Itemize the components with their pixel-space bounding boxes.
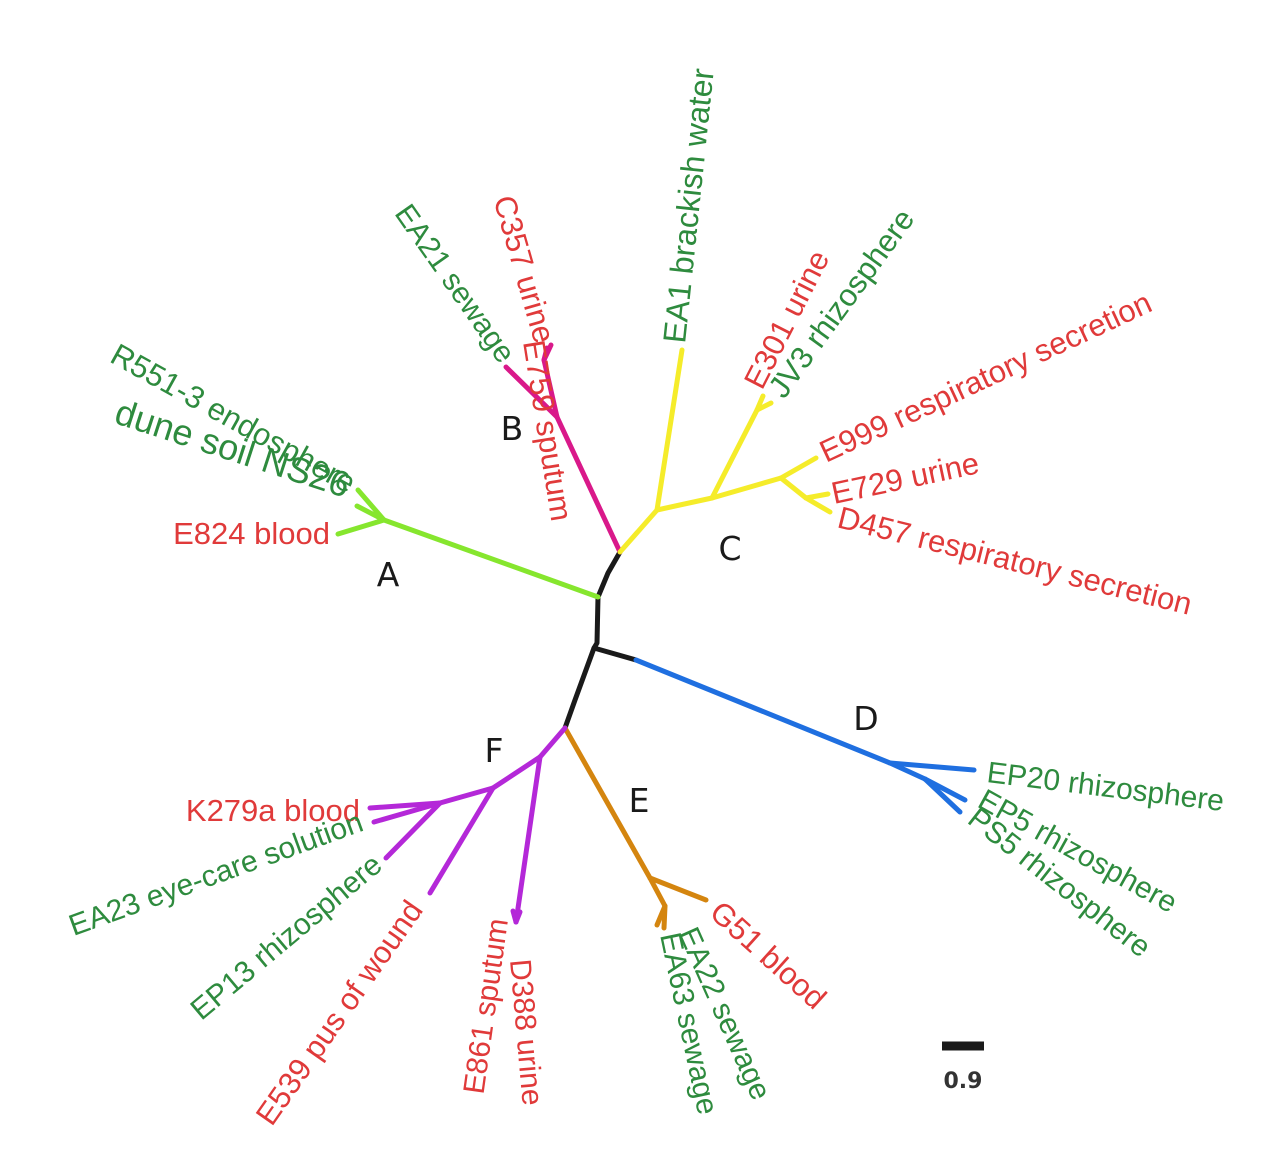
edge-f-node2 — [437, 785, 496, 806]
edge-a-e824 — [335, 517, 387, 537]
tip-label-f: K279a blood — [186, 793, 360, 828]
edge-d-stem — [633, 657, 893, 766]
edge-f-ep13 — [383, 800, 443, 861]
edge-c-e999 — [778, 455, 819, 481]
tip-label-b: E759 sputum — [516, 338, 579, 524]
edge-e-ea63 — [654, 903, 668, 928]
tip-label-c: EA1 brackish water — [656, 66, 721, 344]
clade-label-e: E — [629, 781, 650, 820]
tip-label-c: E999 respiratory secretion — [814, 285, 1157, 470]
edge-b-ea21 — [503, 364, 560, 420]
tip-label-c: D457 respiratory secretion — [834, 500, 1195, 622]
edge-c-node3 — [778, 475, 809, 501]
tip-label-f: E861 sputum — [458, 916, 515, 1096]
tree-edges — [335, 342, 977, 931]
clade-label-b: B — [501, 409, 524, 448]
clade-label-d: D — [853, 699, 878, 738]
edge-a-stem — [381, 517, 601, 600]
edge-f-ea23 — [371, 800, 443, 825]
edge-c-node1 — [654, 495, 715, 513]
edge-f-node1 — [490, 754, 543, 791]
edge-e-stem — [562, 725, 653, 881]
edge-f-stem — [537, 725, 568, 760]
edge-c-ea1 — [654, 347, 685, 513]
tip-label-a: E824 blood — [173, 516, 330, 551]
clade-label-f: F — [485, 731, 504, 770]
edge-c-d457 — [803, 495, 833, 515]
edge-c-jv3 — [754, 400, 774, 413]
clade-label-c: C — [718, 529, 741, 568]
edge-d-ps5 — [922, 776, 963, 815]
edge-c-e301jv3 — [709, 407, 760, 501]
edge-d-ep20 — [887, 760, 977, 773]
clade-label-a: A — [377, 555, 400, 594]
edge-c-node2 — [709, 475, 784, 501]
scale-bar: 0.9 — [942, 1041, 984, 1094]
backbone-edge — [562, 549, 623, 731]
edge-f-d388 — [513, 909, 523, 925]
edge-f-e539 — [427, 785, 496, 896]
edge-e-node — [647, 875, 668, 909]
tip-label-f: D388 urine — [503, 958, 549, 1107]
edge-d-node — [887, 760, 928, 782]
edge-c-stem — [617, 507, 660, 555]
edge-a-ns26 — [354, 503, 387, 523]
edge-e-g51 — [647, 875, 709, 903]
edge-b-stem — [554, 414, 623, 555]
edge-b-e759 — [541, 342, 554, 363]
scale-bar-label: 0.9 — [944, 1069, 983, 1094]
backbone-edge-d — [591, 645, 639, 663]
edge-b-node — [541, 357, 560, 420]
clade-labels: A B C D E F — [377, 409, 879, 820]
edge-f-e861d388 — [513, 754, 543, 925]
